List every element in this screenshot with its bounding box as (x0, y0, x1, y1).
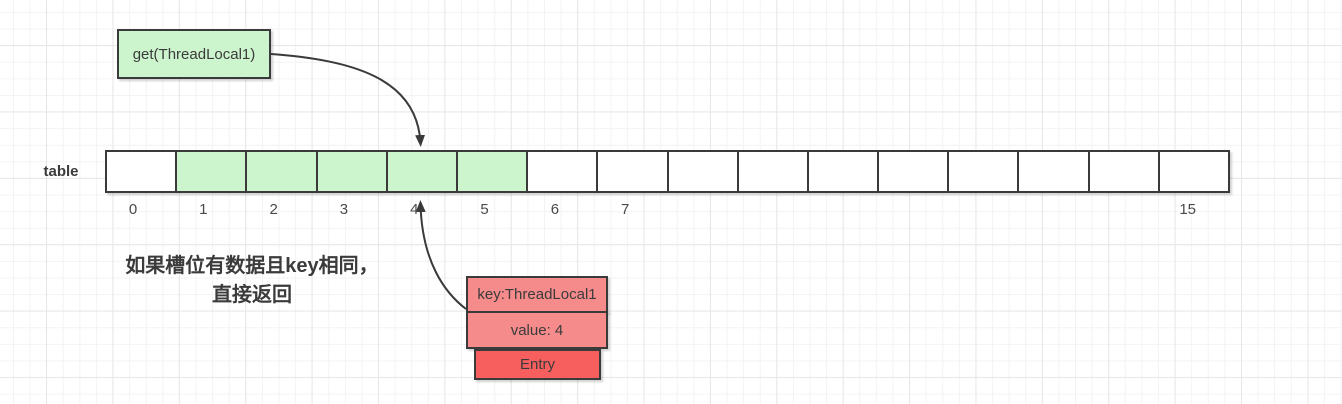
note-text: 如果槽位有数据且key相同， 直接返回 (112, 252, 392, 310)
entry-title-label: Entry (519, 356, 555, 373)
entry-key-box: key:ThreadLocal1 (466, 276, 608, 313)
table-cell-10 (808, 152, 880, 191)
table-cell-9 (738, 152, 809, 191)
cell-index-label-0: 0 (128, 201, 138, 218)
cell-index-label-15: 15 (1179, 201, 1197, 218)
table-cell-0 (107, 152, 178, 191)
cell-index-label-3: 3 (339, 201, 349, 218)
table-cell-2 (247, 152, 318, 191)
cell-index-label-5: 5 (480, 201, 489, 218)
table-cell-8 (668, 152, 739, 191)
cell-index-label-4: 4 (410, 201, 419, 218)
table-cell-6 (528, 152, 599, 191)
arrow-get-to-slot4 (270, 53, 426, 147)
get-call-box: get(ThreadLocal1) (117, 29, 271, 79)
cell-index-label-7: 7 (621, 201, 630, 218)
entry-key-label: key:ThreadLocal1 (477, 286, 597, 303)
cell-index-label-1: 1 (199, 201, 208, 218)
entry-title-box: Entry (474, 349, 601, 380)
table-cell-3 (317, 152, 388, 191)
table-cell-4 (387, 152, 458, 191)
table-cell-15 (1159, 152, 1228, 191)
table-cell-13 (1019, 152, 1090, 191)
hash-table-row (105, 150, 1230, 193)
table-cell-11 (879, 152, 950, 191)
arrow-entry-to-slot4 (415, 200, 467, 310)
table-label: table (43, 163, 79, 180)
cell-index-label-6: 6 (550, 201, 560, 218)
get-call-label: get(ThreadLocal1) (132, 45, 256, 63)
table-cell-14 (1089, 152, 1160, 191)
table-cell-7 (598, 152, 669, 191)
entry-value-box: value: 4 (466, 311, 608, 349)
note-line-1: 如果槽位有数据且key相同， (125, 255, 379, 277)
note-line-2: 直接返回 (212, 284, 292, 306)
table-cell-1 (177, 152, 248, 191)
entry-value-label: value: 4 (510, 321, 564, 339)
cell-index-label-2: 2 (269, 201, 278, 218)
table-cell-12 (949, 152, 1020, 191)
table-cell-5 (457, 152, 529, 191)
